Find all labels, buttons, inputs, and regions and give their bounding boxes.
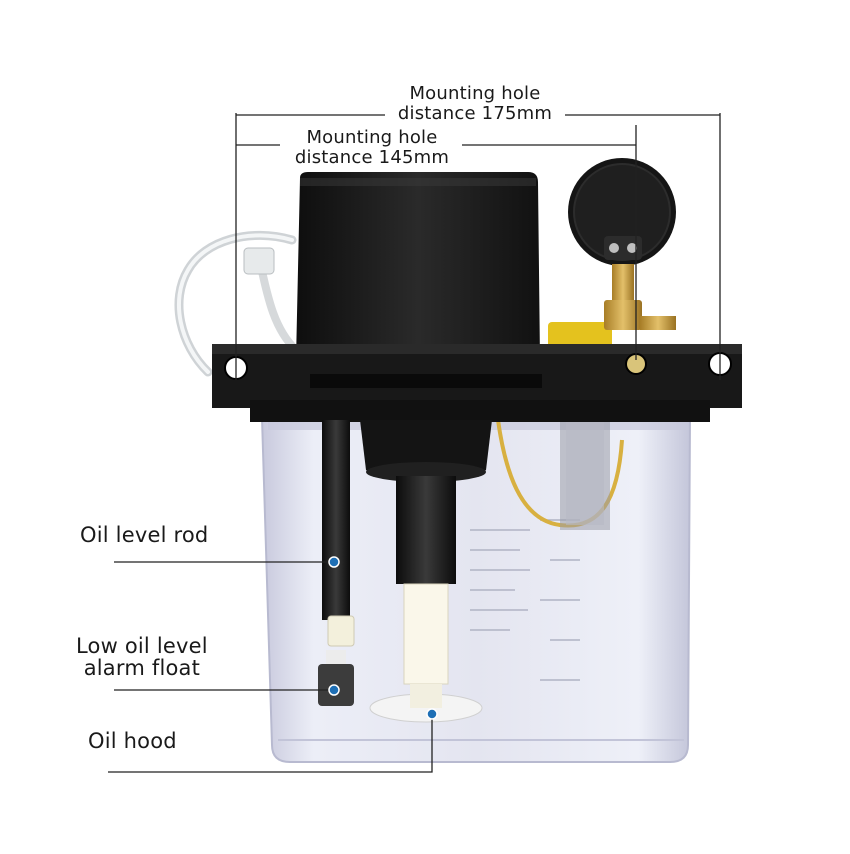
tank-scale-markings [470, 519, 580, 681]
oil-level-rod-part [318, 420, 355, 706]
dot-oil-level-rod [328, 556, 340, 568]
outer-dimension-line1: Mounting hole [409, 83, 541, 104]
inner-dimension-label: Mounting hole distance 145mm [274, 128, 470, 168]
dimension-lines [235, 113, 721, 380]
outer-dimension-line2: distance 175mm [397, 103, 553, 124]
callout-leaders [108, 561, 433, 773]
pump-cylinder [360, 420, 492, 723]
dot-alarm-float [328, 684, 340, 696]
callout-oil-hood: Oil hood [88, 729, 177, 753]
dot-oil-hood [426, 708, 438, 720]
callout-oil-level-rod: Oil level rod [80, 523, 209, 547]
callout-alarm-float: Low oil level alarm float [76, 635, 208, 679]
mounting-plate [212, 344, 742, 422]
leader-oil-hood [108, 716, 433, 773]
filter-cartridge [560, 420, 610, 530]
outer-dimension-label: Mounting hole distance 175mm [380, 84, 570, 124]
pressure-gauge [568, 158, 676, 330]
pump-motor-housing [296, 172, 540, 360]
callout-alarm-float-line1: Low oil level [76, 634, 208, 658]
inner-dimension-line2: distance 145mm [294, 147, 450, 168]
inner-dimension-line1: Mounting hole [306, 127, 438, 148]
callout-dots [328, 556, 438, 720]
callout-alarm-float-line2: alarm float [83, 656, 201, 680]
power-cable [174, 230, 300, 377]
